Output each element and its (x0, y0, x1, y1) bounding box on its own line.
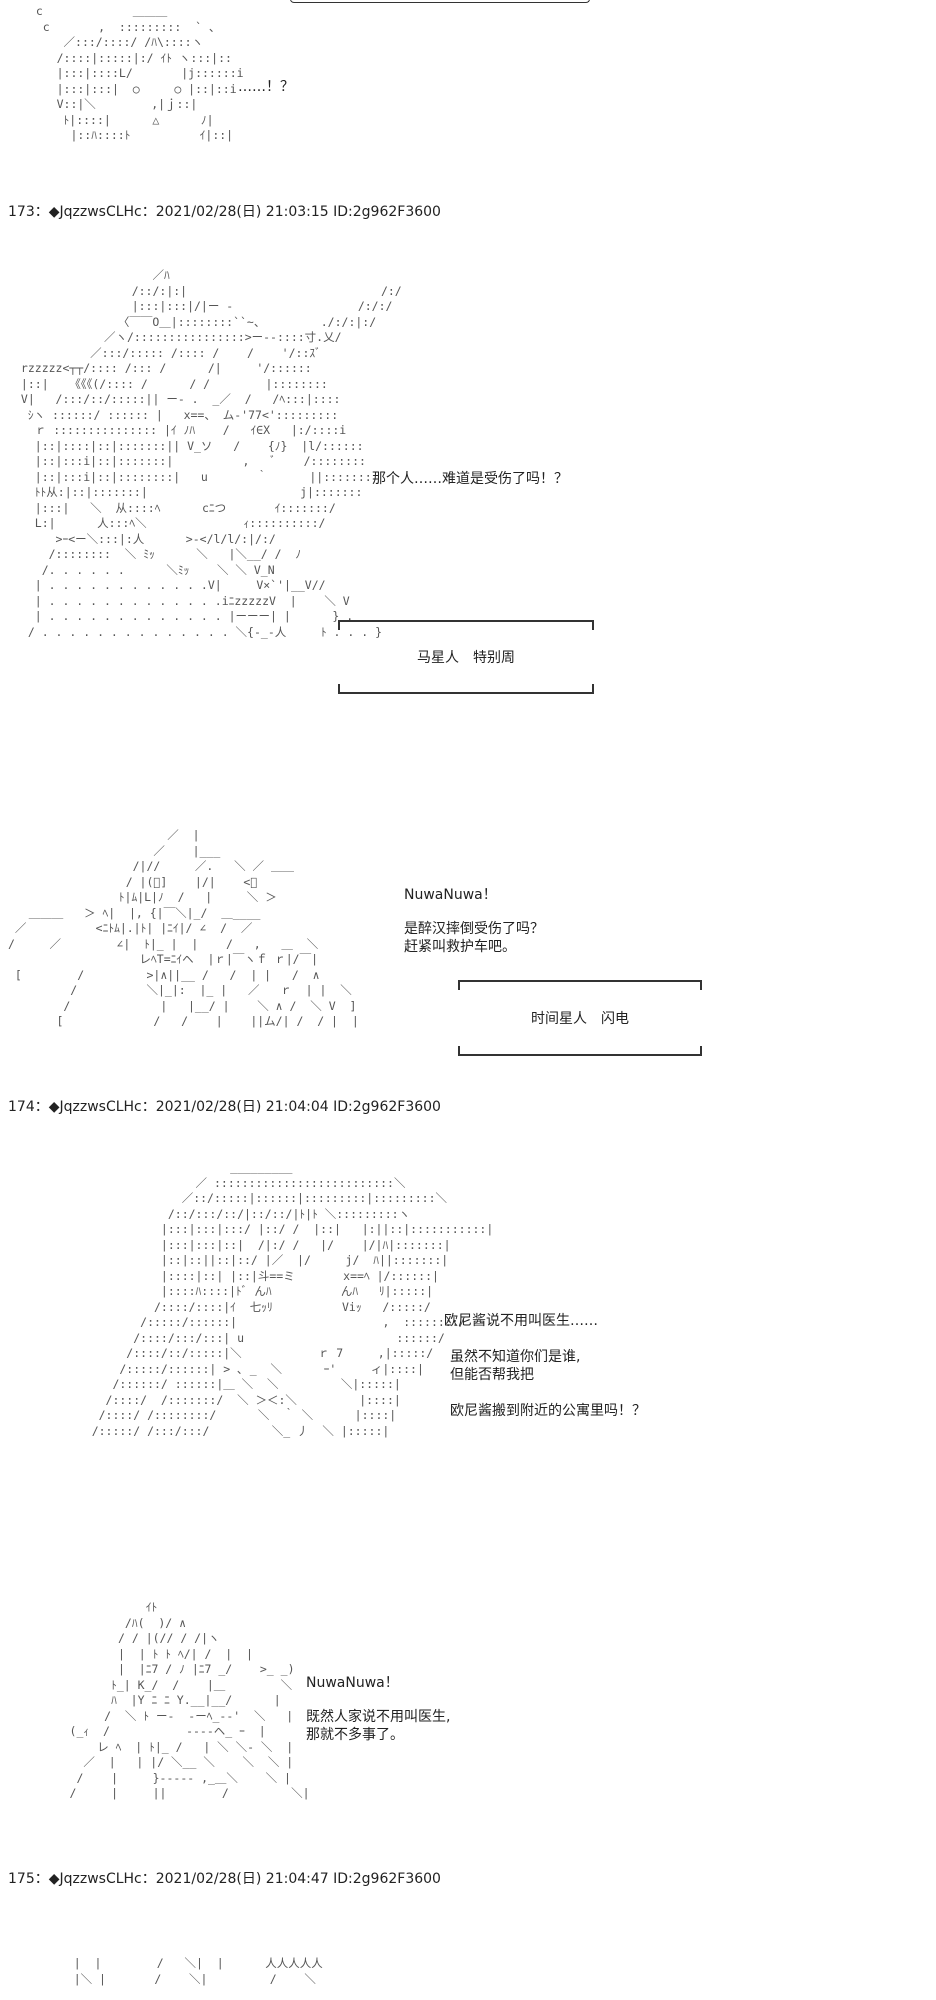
dialogue-line: NuwaNuwa！ (404, 887, 497, 903)
ascii-art-time-character: ／ | ／ |___ /|// ／. ＼ ／ ＿＿ / |(ﾞ] |/| <＿ … (8, 828, 359, 1028)
ascii-art-long-hair-girl: _________ ／ ::::::::::::::::::::::::::＼ … (91, 1160, 494, 1438)
dialogue-line: 那就不多事了。 (306, 1727, 404, 1743)
ascii-art-horse-girl: ／ﾊ /::/:|:| /:/ |:::|:::|/|ー - /:/:/ 〈￣￣… (20, 268, 402, 639)
dialogue-line: 虽然不知道你们是谁, (450, 1349, 581, 1365)
dialogue-line: NuwaNuwa！ (306, 1675, 399, 1691)
dialogue-line: 那个人……难道是受伤了吗！？ (372, 471, 568, 487)
caption-text: 马星人 特别周 (417, 650, 515, 666)
post-header-173: 173：◆JqzzwsCLHc：2021/02/28(日) 21:03:15 I… (8, 204, 441, 220)
dialogue-line: 既然人家说不用叫医生, (306, 1709, 451, 1725)
dialogue-line: 欧尼酱说不用叫医生…… (444, 1313, 598, 1329)
speech-frame-top (290, 0, 590, 3)
ascii-art-partial: | | / ＼| | 人人人人人 |＼ | / ＼| / ＼ (73, 1956, 323, 1986)
ascii-art-nuwa-character: ｲﾄ /ﾊ( )/ ∧ / / |(// / /|ヽ | | ﾄ ﾄ ﾍ/| /… (69, 1600, 310, 1800)
dialogue-line: ……！？ (238, 79, 294, 95)
dialogue-line: 欧尼酱搬到附近的公寓里吗！？ (450, 1403, 646, 1419)
post-header-175: 175：◆JqzzwsCLHc：2021/02/28(日) 21:04:47 I… (8, 1871, 441, 1887)
character-name-caption: 时间星人 闪电 (458, 980, 702, 1056)
post-header-174: 174：◆JqzzwsCLHc：2021/02/28(日) 21:04:04 I… (8, 1099, 441, 1115)
dialogue-line: 是醉汉摔倒受伤了吗？ (404, 921, 544, 937)
character-name-caption: 马星人 特别周 (338, 620, 594, 694)
caption-text: 时间星人 闪电 (531, 1011, 629, 1027)
ascii-art-character-surprised: c ＿＿＿ c , ::::::::: ` 、 ／:::/::::/ /ﾊ\::… (35, 4, 244, 142)
dialogue-line: 但能否帮我把 (450, 1367, 534, 1383)
dialogue-line: 赶紧叫救护车吧。 (404, 939, 516, 955)
